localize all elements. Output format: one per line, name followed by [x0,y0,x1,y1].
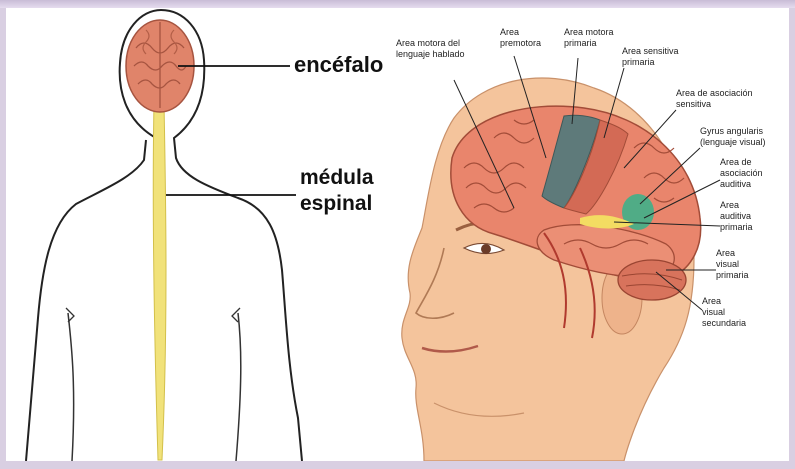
label-motor-speech: Area motora del lenguaje hablado [396,38,465,59]
label-auditory-association: Area de asociación auditiva [720,157,765,189]
right-arm-line [236,313,241,461]
label-primary-visual: Area visual primaria [716,248,749,280]
cord-label-line2: espinal [300,192,372,215]
brain-areas-panel: Area motora del lenguaje hablado Area pr… [394,8,789,461]
body-diagram-panel: encéfalo médula espinal [6,8,394,461]
label-primary-auditory: Area auditiva primaria [720,200,754,232]
cord-label-line1: médula [300,166,374,189]
label-sensory-association: Area de asociación sensitiva [676,88,755,109]
pupil [481,244,491,254]
label-primary-sensory: Area sensitiva primaria [622,46,681,67]
label-angular-gyrus: Gyrus angularis (lenguaje visual) [700,126,766,147]
spinal-cord [153,103,166,460]
brain-label: encéfalo [294,52,383,77]
left-arm-line [68,313,74,461]
brain-areas-diagram: Area motora del lenguaje hablado Area pr… [394,8,789,461]
top-frame-strip [0,0,795,8]
body-diagram: encéfalo médula espinal [6,8,394,461]
arm-notch-left [66,308,74,322]
label-primary-motor: Area motora primaria [564,27,616,48]
label-premotor: Area premotora [500,27,541,48]
label-secondary-visual: Area visual secundaria [702,296,746,328]
